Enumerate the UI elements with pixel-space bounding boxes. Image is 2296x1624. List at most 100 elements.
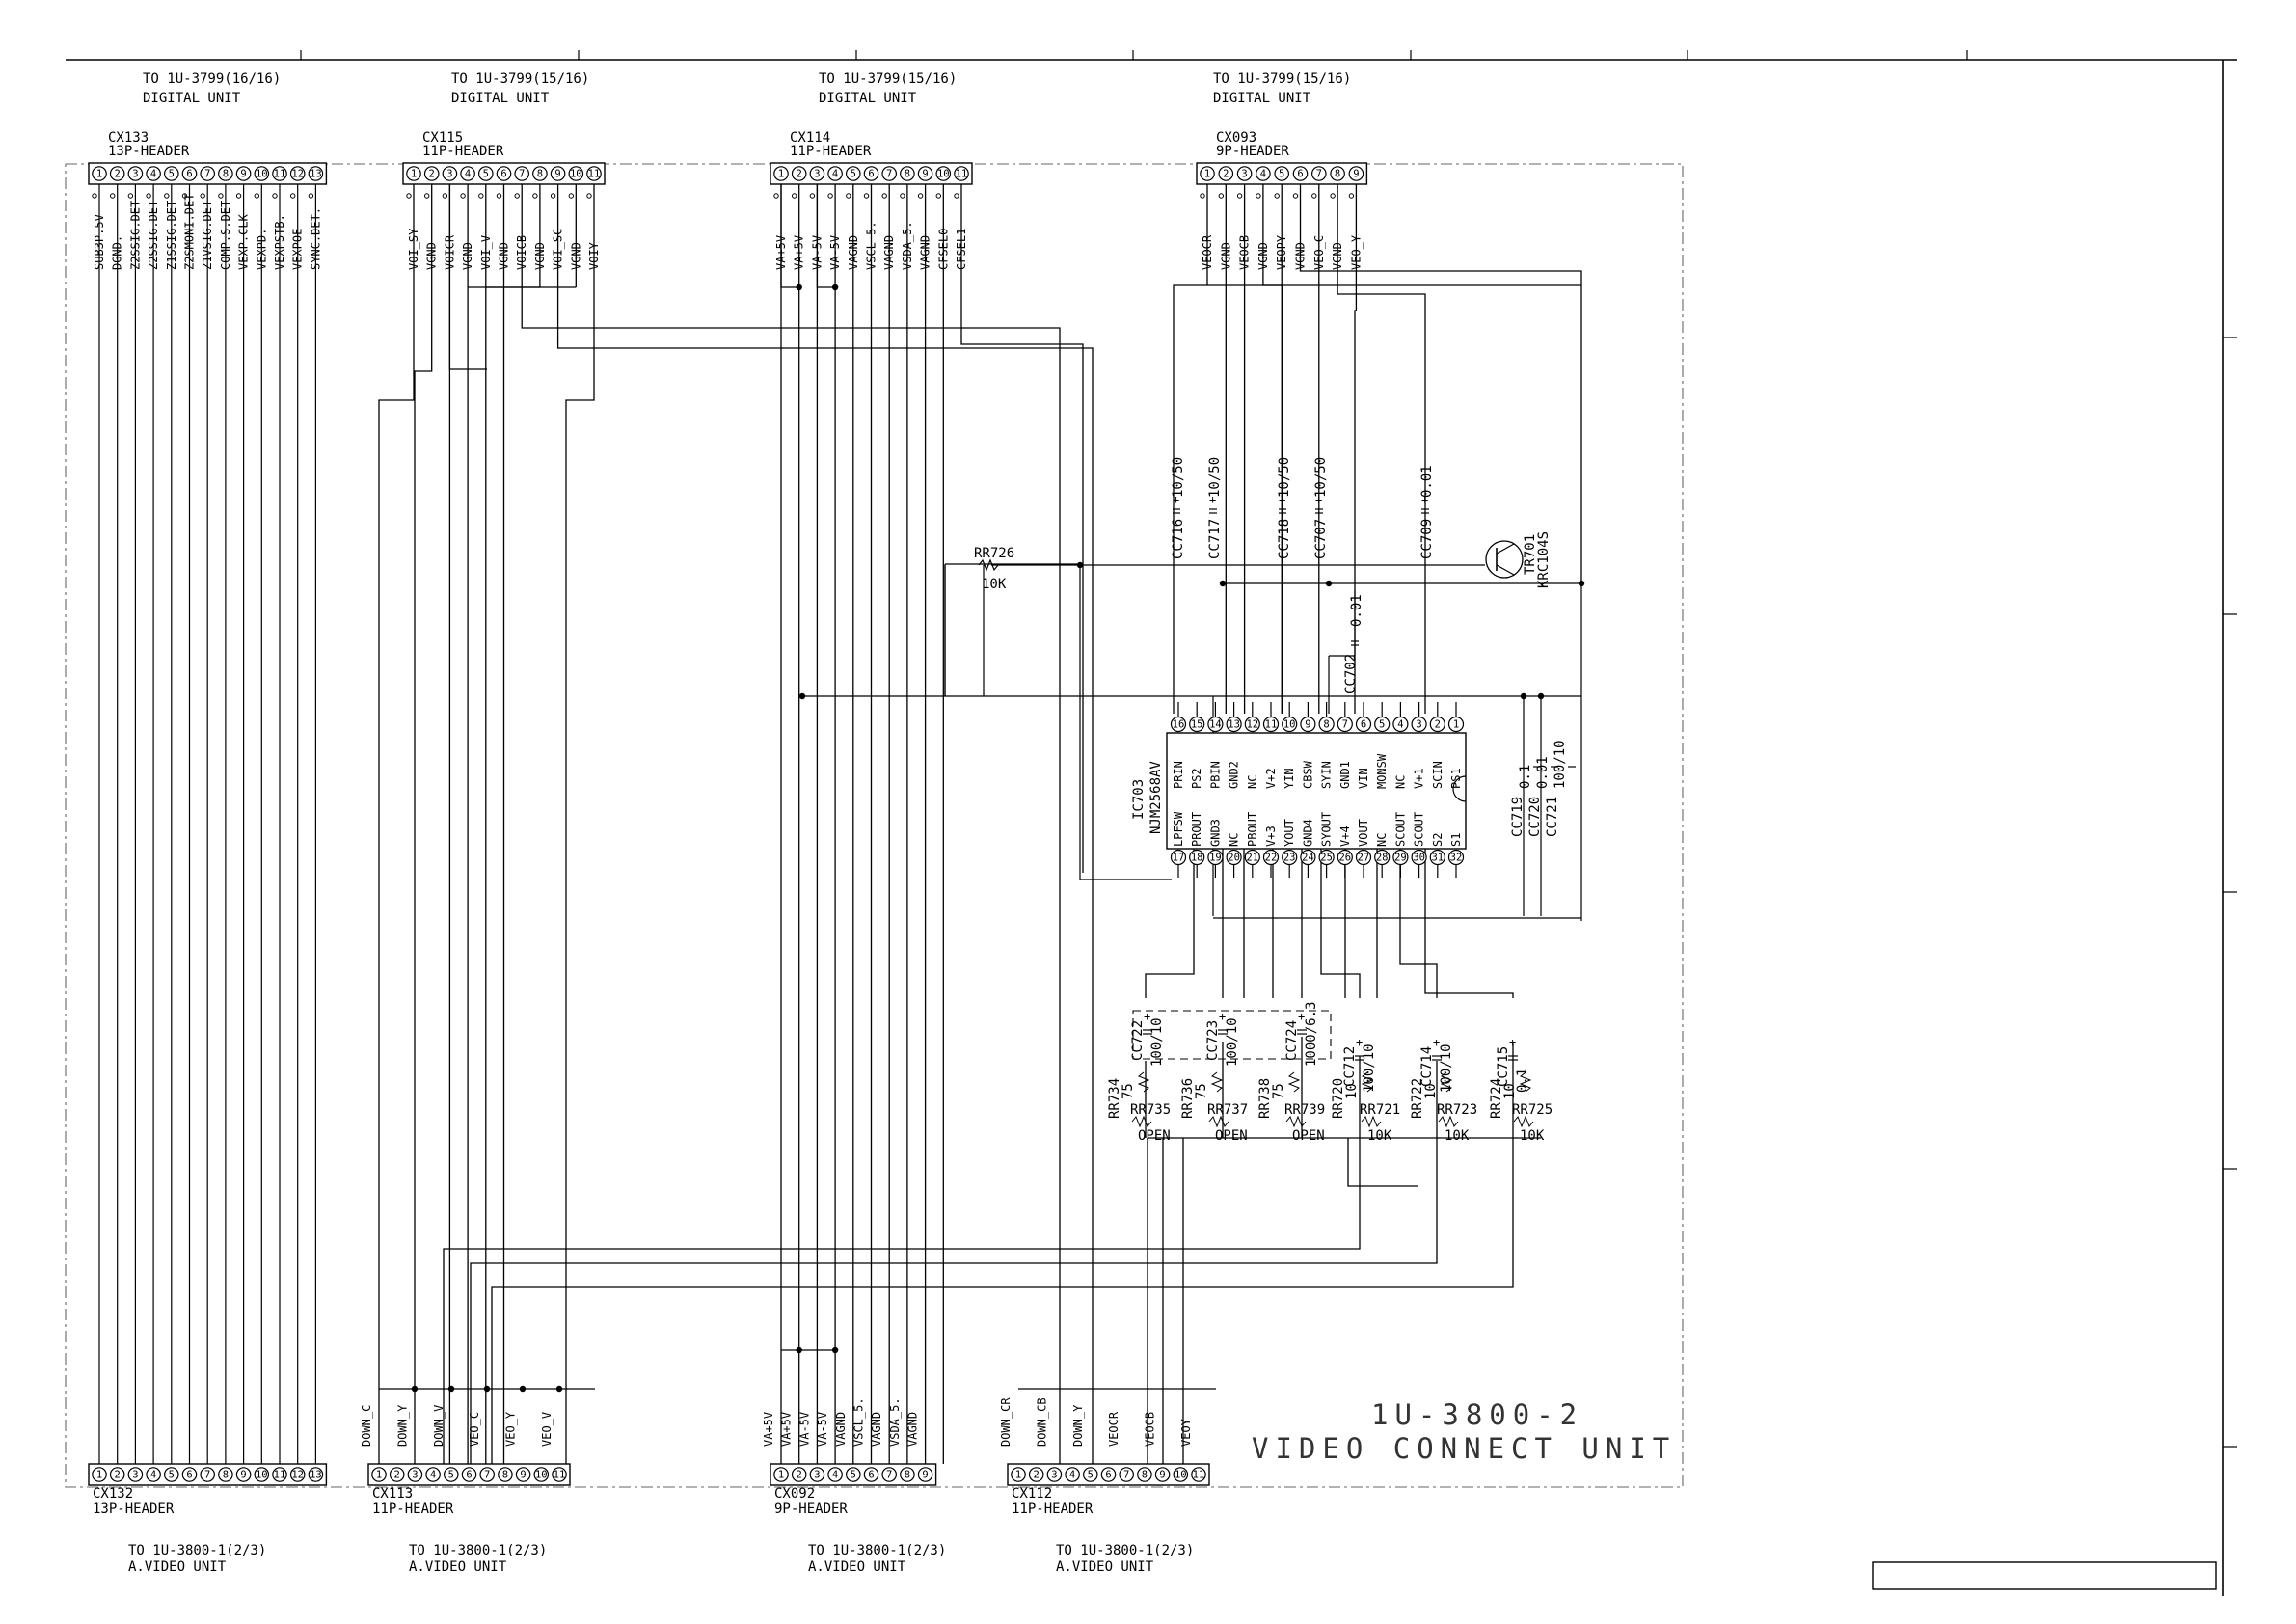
junction-dot	[1219, 580, 1227, 587]
pin-number: 10	[535, 1470, 548, 1481]
pin-number: 15	[1191, 719, 1203, 731]
ic-pin-label: PROUT	[1190, 812, 1203, 847]
pin-5	[1374, 716, 1391, 733]
resistor-ref: RR737	[1207, 1102, 1248, 1118]
pin-stub	[146, 193, 151, 199]
pin-7	[1119, 1467, 1134, 1482]
pin-number: 4	[1069, 1470, 1075, 1481]
unit-name: VIDEO CONNECT UNIT	[1252, 1432, 1676, 1465]
pin-10	[1282, 716, 1298, 733]
cap-value: 100/10	[1362, 1043, 1377, 1093]
pin-number: 6	[500, 169, 506, 180]
resistor-value: OPEN	[1215, 1128, 1248, 1144]
ic-pin-label: SCIN	[1431, 761, 1445, 789]
pin-6	[181, 1467, 198, 1482]
pin-number: 28	[1376, 853, 1389, 864]
connector-ref: CX113	[372, 1486, 413, 1502]
pin-number: 9	[1159, 1470, 1165, 1481]
pin-number: 6	[1297, 169, 1303, 180]
junction-dot	[798, 692, 806, 700]
pin-number: 2	[394, 1470, 400, 1481]
connector-ref: CX132	[93, 1486, 133, 1502]
pin-number: 11	[554, 1470, 566, 1481]
pin-number: 22	[1265, 853, 1278, 864]
ic-pin-label: S1	[1449, 833, 1463, 847]
pin-8	[498, 1467, 513, 1482]
pin-number: 11	[956, 169, 968, 180]
cap-ref: CC724	[1284, 1020, 1300, 1061]
pin-stub	[1330, 193, 1336, 199]
signal-name: VSCL_5.	[852, 1397, 866, 1447]
pin-6	[863, 1467, 879, 1482]
connector-ref: CX114	[790, 130, 830, 146]
pin-stub	[917, 193, 924, 199]
pin-number: 8	[223, 169, 229, 180]
pin-stub	[308, 193, 314, 199]
resistor-symbol	[1208, 1115, 1229, 1128]
signal-name: DOWN_CR	[999, 1397, 1013, 1447]
cap-value: 100/10	[1439, 1043, 1454, 1093]
pin-8	[1137, 1467, 1152, 1482]
pin-9	[917, 1467, 933, 1482]
ic-pin-label: PS2	[1190, 768, 1203, 789]
pin-6	[1292, 166, 1309, 181]
pin-number: 12	[291, 1470, 304, 1481]
pin-stub	[478, 193, 484, 199]
pin-number: 2	[115, 169, 121, 180]
pin-number: 4	[150, 1470, 156, 1481]
pin-stub	[235, 193, 242, 199]
pin-number: 8	[537, 169, 543, 180]
destination-unit: A.VIDEO UNIT	[1056, 1559, 1154, 1575]
resistor-value: 10K	[1367, 1128, 1392, 1144]
pin-7	[881, 1467, 897, 1482]
pin-number: 11	[1193, 1470, 1205, 1481]
ic-pin-label: PRIN	[1172, 761, 1185, 789]
pin-11	[586, 166, 602, 181]
upper-capacitors: +CC71610/50+CC71710/50+CC71810/50+CC7071…	[1171, 457, 1576, 837]
pin-7	[200, 166, 215, 181]
connector-ref: CX133	[108, 130, 149, 146]
cap-value: 10/50	[1277, 457, 1292, 498]
pin-4	[1065, 1467, 1080, 1482]
signal-name: DOWN_CB	[1035, 1397, 1048, 1447]
resistor-value: 10	[1423, 1083, 1439, 1099]
pin-number: 7	[1316, 169, 1322, 180]
pin-number: 1	[1453, 719, 1459, 731]
ic-pin-label: CBSW	[1301, 760, 1314, 789]
pin-14	[1207, 716, 1224, 733]
pin-number: 9	[922, 1470, 928, 1481]
pin-stub	[127, 193, 134, 199]
resistor-symbol	[1361, 1115, 1382, 1128]
pin-27	[1355, 849, 1372, 866]
pin-number: 10	[1175, 1470, 1187, 1481]
pin-number: 6	[186, 169, 192, 180]
pin-9	[550, 166, 566, 181]
junction-dot	[411, 1385, 419, 1393]
pin-7	[200, 1467, 215, 1482]
pin-9	[1300, 716, 1316, 733]
pin-number: 6	[868, 1470, 874, 1481]
pin-7	[479, 1467, 495, 1482]
cap-ref: CC709	[1419, 519, 1435, 559]
pin-number: 4	[1260, 169, 1266, 180]
pin-number: 13	[1228, 719, 1240, 731]
resistor-value: 75	[1271, 1083, 1286, 1099]
pin-number: 5	[448, 1470, 454, 1481]
pin-number: 8	[223, 1470, 229, 1481]
cap-value: 0.01	[1419, 465, 1435, 498]
polarity: +	[1219, 1010, 1226, 1023]
junction-dot	[1076, 561, 1084, 569]
pin-3	[809, 166, 825, 181]
pin-number: 32	[1450, 853, 1463, 864]
pin-number: 11	[1265, 719, 1278, 731]
signal-name: DOWN_C	[360, 1405, 373, 1447]
connector-type: 11P-HEADER	[790, 144, 872, 159]
resistor-value: 10K	[982, 577, 1007, 592]
pin-12	[289, 1467, 306, 1482]
pin-number: 4	[150, 169, 156, 180]
pin-number: 5	[169, 169, 175, 180]
